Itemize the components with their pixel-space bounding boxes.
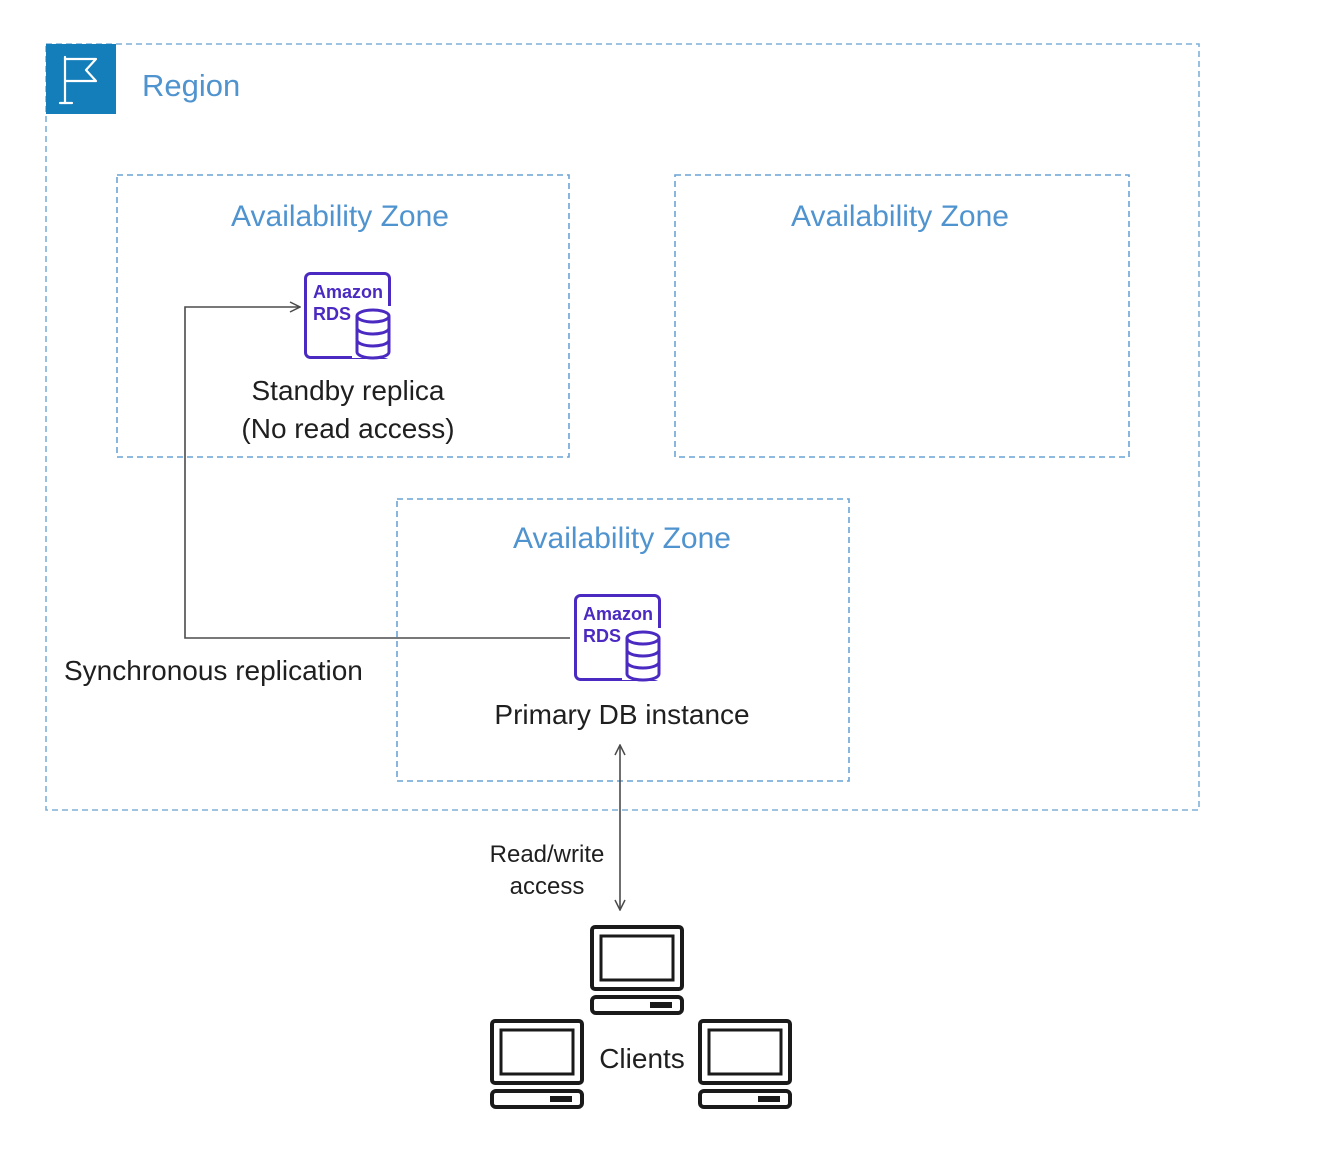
region-label: Region — [142, 68, 240, 103]
rds-icon-text: Amazon — [583, 604, 653, 624]
database-icon — [355, 308, 391, 360]
rds-icon-text: Amazon — [313, 282, 383, 302]
clients-label: Clients — [599, 1043, 685, 1074]
replication-line — [184, 307, 570, 639]
access-label: Read/write — [490, 841, 605, 868]
primary-rds-icon: Amazon RDS — [574, 594, 662, 682]
database-icon — [625, 630, 661, 682]
rds-icon-text: RDS — [313, 304, 351, 324]
zone-label: Availability Zone — [231, 200, 449, 233]
computer-icon — [698, 1019, 792, 1109]
computer-icon — [490, 1019, 584, 1109]
zone-border — [674, 174, 1130, 458]
access-connector: Read/write access — [490, 745, 620, 910]
zone-label: Availability Zone — [791, 200, 1009, 233]
flag-icon — [58, 55, 98, 105]
replication-connector: Synchronous replication — [64, 307, 570, 686]
region-badge — [46, 44, 116, 114]
zone-border — [116, 174, 570, 458]
access-sublabel: access — [510, 873, 585, 900]
clients-group: Clients — [490, 925, 792, 1109]
computer-icon — [590, 925, 684, 1015]
availability-zone-standby: Availability Zone — [116, 174, 570, 458]
rds-icon-text: RDS — [583, 626, 621, 646]
region-border — [45, 43, 1200, 811]
availability-zone-empty: Availability Zone — [674, 174, 1130, 458]
zone-label: Availability Zone — [513, 522, 731, 555]
replication-label: Synchronous replication — [64, 655, 363, 686]
standby-sublabel: (No read access) — [241, 413, 454, 444]
standby-rds-icon: Amazon RDS — [304, 272, 392, 360]
region-container: Region — [45, 43, 1200, 811]
primary-label: Primary DB instance — [494, 699, 749, 730]
standby-label: Standby replica — [251, 375, 444, 406]
